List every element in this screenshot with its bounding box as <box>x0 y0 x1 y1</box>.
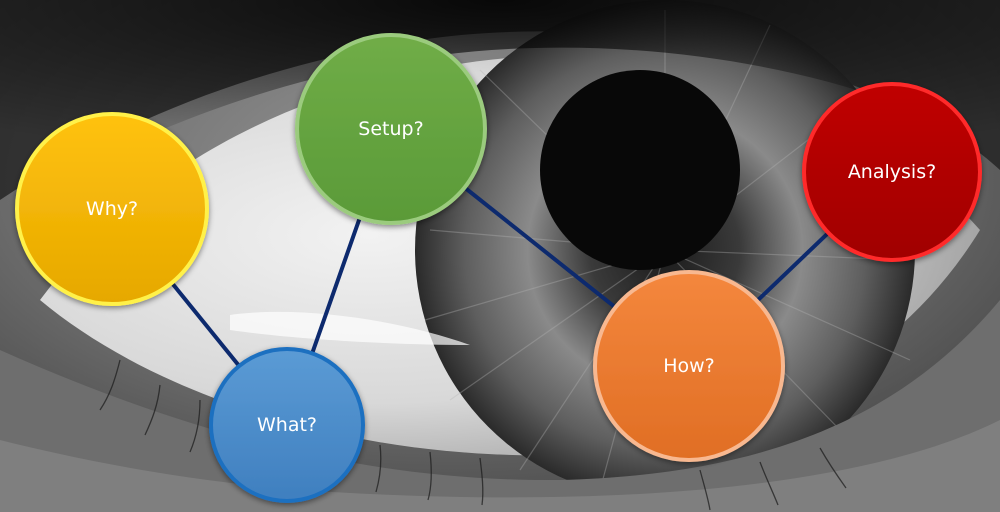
node-what[interactable]: What? <box>209 347 365 503</box>
node-how-label: How? <box>663 355 715 377</box>
node-what-label: What? <box>257 414 317 436</box>
node-analysis[interactable]: Analysis? <box>802 82 982 262</box>
node-setup-label: Setup? <box>358 118 423 140</box>
node-why-label: Why? <box>86 198 138 220</box>
node-setup[interactable]: Setup? <box>295 33 487 225</box>
node-why[interactable]: Why? <box>15 112 209 306</box>
node-how[interactable]: How? <box>593 270 785 462</box>
node-analysis-label: Analysis? <box>848 161 936 183</box>
